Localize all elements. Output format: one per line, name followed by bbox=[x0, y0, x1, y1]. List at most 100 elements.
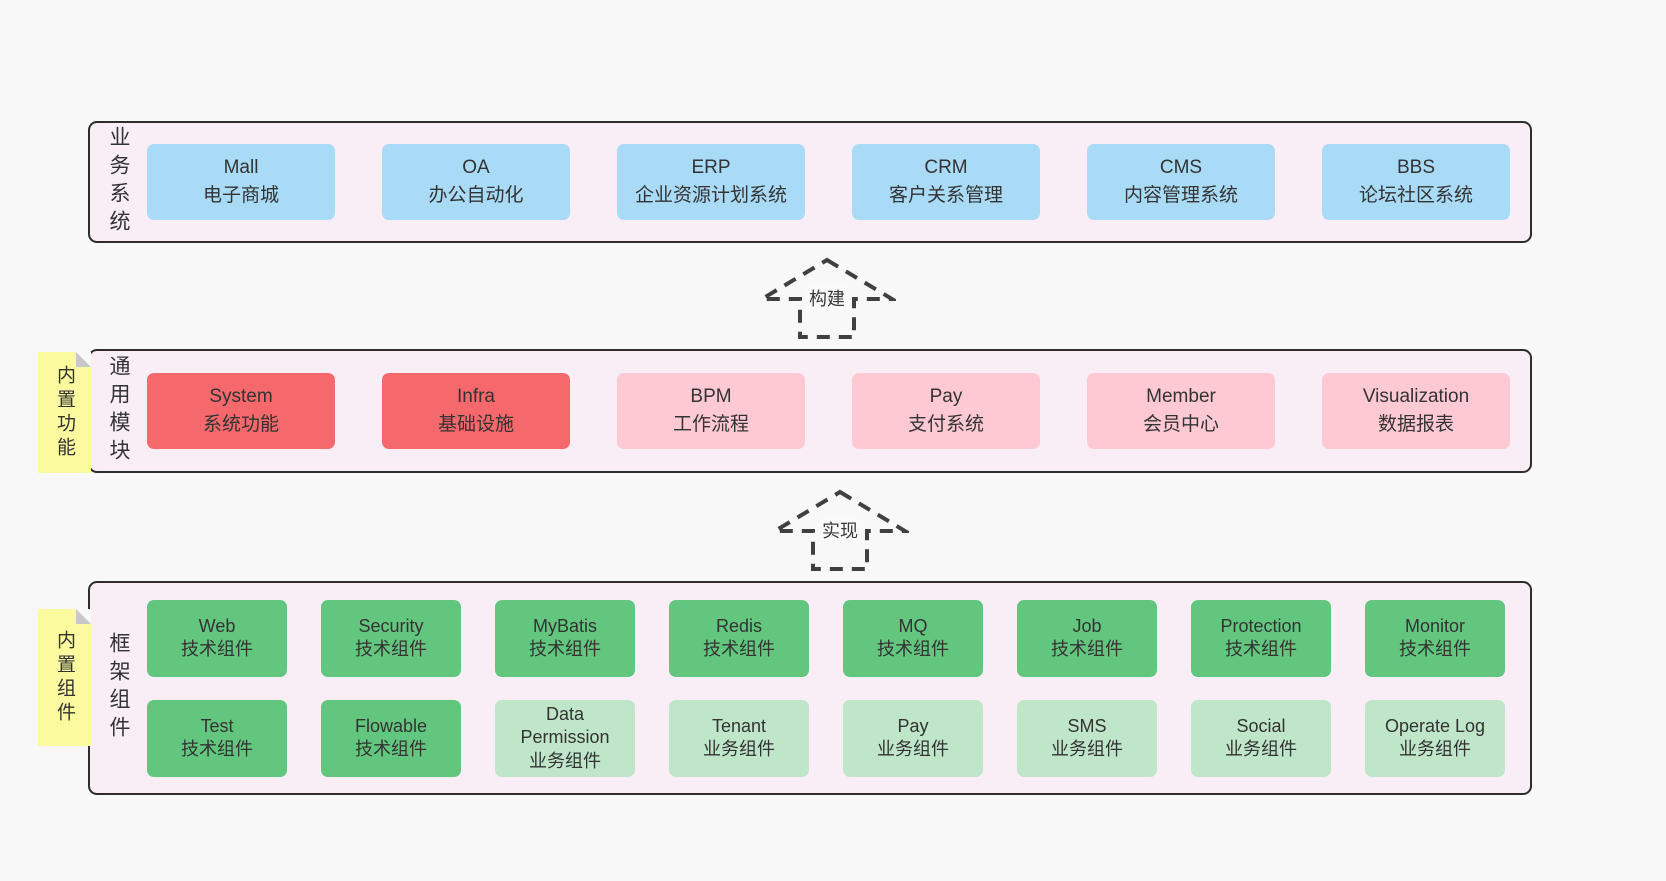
box-title: Visualization bbox=[1362, 386, 1470, 408]
box-subtitle: 技术组件 bbox=[703, 639, 775, 659]
band-label-modules: 通用模块 bbox=[107, 355, 130, 467]
box-title: Tenant bbox=[711, 715, 767, 736]
box-title: BPM bbox=[690, 386, 732, 408]
box-security: Security 技术组件 bbox=[321, 599, 461, 677]
box-subtitle: 技术组件 bbox=[181, 639, 253, 659]
box-title: Monitor bbox=[1404, 615, 1466, 636]
box-bpm: BPM 工作流程 bbox=[617, 373, 805, 449]
folded-corner-icon bbox=[76, 609, 91, 624]
band-label-column: 业务系统 bbox=[90, 123, 147, 241]
box-oa: OA 办公自动化 bbox=[382, 144, 570, 220]
band-label-business: 业务系统 bbox=[107, 126, 130, 238]
box-subtitle: 企业资源计划系统 bbox=[634, 185, 787, 206]
box-subtitle: 技术组件 bbox=[355, 639, 427, 659]
box-sms: SMS 业务组件 bbox=[1017, 699, 1157, 777]
box-subtitle: 业务组件 bbox=[529, 750, 601, 771]
box-title: Redis bbox=[715, 615, 763, 636]
note-text: 内置组件 bbox=[54, 629, 75, 726]
box-mall: Mall 电子商城 bbox=[147, 144, 335, 220]
box-data-permission: Data Permission 业务组件 bbox=[495, 699, 635, 777]
box-operate-log: Operate Log 业务组件 bbox=[1365, 699, 1505, 777]
sticky-note-built-in-features: 内置功能 bbox=[38, 352, 91, 473]
band-label-column: 框架组件 bbox=[90, 583, 147, 793]
band-label-framework: 框架组件 bbox=[107, 632, 130, 744]
box-title: Web bbox=[198, 615, 236, 636]
box-title: System bbox=[209, 386, 273, 408]
implement-arrow-label: 实现 bbox=[818, 515, 862, 545]
box-tenant: Tenant 业务组件 bbox=[669, 699, 809, 777]
box-infra: Infra 基础设施 bbox=[382, 373, 570, 449]
box-flowable: Flowable 技术组件 bbox=[321, 699, 461, 777]
box-member: Member 会员中心 bbox=[1087, 373, 1275, 449]
box-title: ERP bbox=[691, 157, 731, 179]
business-boxes-row: Mall 电子商城 OA 办公自动化 ERP 企业资源计划系统 CRM 客户关系… bbox=[147, 123, 1530, 241]
box-redis: Redis 技术组件 bbox=[669, 599, 809, 677]
box-mq: MQ 技术组件 bbox=[843, 599, 983, 677]
box-pay: Pay 支付系统 bbox=[852, 373, 1040, 449]
box-bbs: BBS 论坛社区系统 bbox=[1322, 144, 1510, 220]
box-subtitle: 技术组件 bbox=[529, 639, 601, 659]
box-title: Job bbox=[1072, 615, 1102, 636]
build-arrow: 构建 bbox=[758, 256, 896, 341]
common-modules-band: 通用模块 System 系统功能 Infra 基础设施 BPM 工作流程 Pay… bbox=[88, 349, 1532, 473]
box-subtitle: 技术组件 bbox=[181, 739, 253, 759]
box-title: Mall bbox=[223, 157, 259, 179]
box-title: CRM bbox=[924, 157, 968, 179]
box-subtitle: 客户关系管理 bbox=[888, 185, 1003, 206]
box-title: Test bbox=[200, 715, 234, 736]
band-label-column: 通用模块 bbox=[90, 351, 147, 471]
box-title: MyBatis bbox=[532, 615, 597, 636]
box-title: BBS bbox=[1396, 157, 1436, 179]
box-title: CMS bbox=[1159, 157, 1203, 179]
dashed-up-arrow-icon bbox=[771, 489, 909, 571]
dashed-up-arrow-icon bbox=[758, 257, 896, 339]
box-title: OA bbox=[462, 157, 490, 179]
box-subtitle: 技术组件 bbox=[1399, 639, 1471, 659]
box-subtitle: 会员中心 bbox=[1142, 414, 1219, 435]
box-subtitle: 电子商城 bbox=[202, 185, 279, 206]
box-erp: ERP 企业资源计划系统 bbox=[617, 144, 805, 220]
box-test: Test 技术组件 bbox=[147, 699, 287, 777]
modules-boxes-row: System 系统功能 Infra 基础设施 BPM 工作流程 Pay 支付系统… bbox=[147, 351, 1530, 471]
box-subtitle: 技术组件 bbox=[1225, 639, 1297, 659]
box-title: Protection bbox=[1220, 615, 1302, 636]
box-crm: CRM 客户关系管理 bbox=[852, 144, 1040, 220]
box-subtitle: 业务组件 bbox=[703, 739, 775, 759]
box-pay-component: Pay 业务组件 bbox=[843, 699, 983, 777]
box-social: Social 业务组件 bbox=[1191, 699, 1331, 777]
box-title: Flowable bbox=[354, 715, 428, 736]
box-title: MQ bbox=[898, 615, 928, 636]
box-title: Operate Log bbox=[1384, 715, 1486, 736]
box-subtitle: 内容管理系统 bbox=[1123, 185, 1238, 206]
box-title: Data Permission bbox=[520, 703, 610, 748]
box-cms: CMS 内容管理系统 bbox=[1087, 144, 1275, 220]
business-systems-band: 业务系统 Mall 电子商城 OA 办公自动化 ERP 企业资源计划系统 CRM… bbox=[88, 121, 1532, 243]
box-protection: Protection 技术组件 bbox=[1191, 599, 1331, 677]
box-job: Job 技术组件 bbox=[1017, 599, 1157, 677]
box-subtitle: 工作流程 bbox=[672, 414, 749, 435]
implement-arrow: 实现 bbox=[771, 488, 909, 573]
box-title: SMS bbox=[1067, 715, 1107, 736]
box-subtitle: 技术组件 bbox=[877, 639, 949, 659]
folded-corner-icon bbox=[76, 352, 91, 367]
box-title: Infra bbox=[456, 386, 496, 408]
box-subtitle: 业务组件 bbox=[1399, 739, 1471, 759]
framework-components-band: 框架组件 Web 技术组件 Security 技术组件 MyBatis 技术组件… bbox=[88, 581, 1532, 795]
box-subtitle: 办公自动化 bbox=[428, 185, 524, 206]
box-system: System 系统功能 bbox=[147, 373, 335, 449]
box-subtitle: 技术组件 bbox=[355, 739, 427, 759]
box-title: Pay bbox=[897, 715, 929, 736]
box-subtitle: 业务组件 bbox=[877, 739, 949, 759]
box-web: Web 技术组件 bbox=[147, 599, 287, 677]
box-title: Member bbox=[1146, 386, 1216, 408]
box-subtitle: 业务组件 bbox=[1225, 739, 1297, 759]
box-title: Social bbox=[1236, 715, 1286, 736]
box-monitor: Monitor 技术组件 bbox=[1365, 599, 1505, 677]
box-subtitle: 技术组件 bbox=[1051, 639, 1123, 659]
build-arrow-label: 构建 bbox=[805, 283, 849, 313]
box-subtitle: 论坛社区系统 bbox=[1358, 185, 1473, 206]
box-subtitle: 数据报表 bbox=[1377, 414, 1454, 435]
framework-boxes-grid: Web 技术组件 Security 技术组件 MyBatis 技术组件 Redi… bbox=[147, 583, 1530, 793]
note-text: 内置功能 bbox=[54, 364, 75, 461]
